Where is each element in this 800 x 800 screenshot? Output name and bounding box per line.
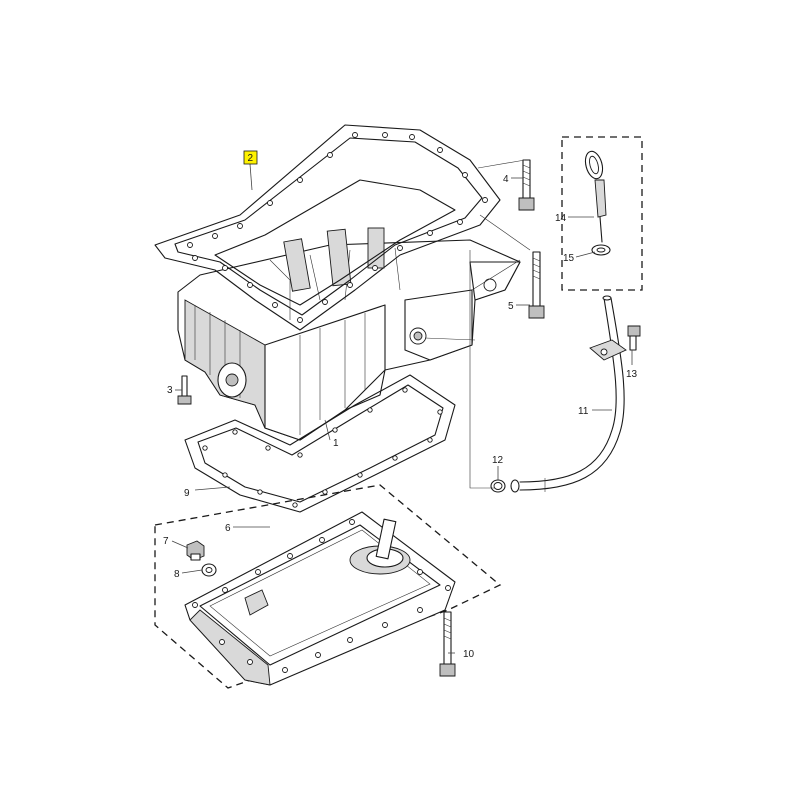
tube-o-ring[interactable] bbox=[490, 479, 506, 493]
callout-7[interactable]: 7 bbox=[163, 536, 169, 547]
drain-plug[interactable] bbox=[186, 540, 205, 561]
callout-2[interactable]: 2 bbox=[248, 153, 254, 164]
leader-lines bbox=[171, 163, 633, 654]
lower-gasket[interactable] bbox=[184, 374, 456, 513]
callout-11[interactable]: 11 bbox=[578, 406, 589, 417]
dipstick-assembly-box bbox=[561, 136, 643, 291]
dipstick-o-ring[interactable] bbox=[591, 244, 611, 256]
callout-1[interactable]: 1 bbox=[333, 438, 339, 449]
callout-4[interactable]: 4 bbox=[503, 174, 509, 185]
callout-10[interactable]: 10 bbox=[463, 649, 475, 660]
callout-9[interactable]: 9 bbox=[184, 488, 190, 499]
dipstick-tube[interactable] bbox=[510, 295, 627, 493]
bolt-13[interactable] bbox=[627, 325, 641, 351]
callout-14[interactable]: 14 bbox=[555, 213, 567, 224]
callout-8[interactable]: 8 bbox=[174, 569, 180, 580]
callout-6[interactable]: 6 bbox=[225, 523, 231, 534]
bolt-3[interactable] bbox=[177, 375, 192, 405]
lower-gasket-holes bbox=[202, 387, 443, 508]
dipstick[interactable] bbox=[583, 149, 607, 243]
callout-5[interactable]: 5 bbox=[508, 301, 514, 312]
drain-plug-washer[interactable] bbox=[201, 563, 217, 577]
callout-3[interactable]: 3 bbox=[167, 385, 173, 396]
lower-oil-pan[interactable] bbox=[184, 511, 456, 686]
highlight-box-part-2 bbox=[243, 150, 258, 165]
callout-15[interactable]: 15 bbox=[563, 253, 575, 264]
tube-alignment-line bbox=[424, 159, 531, 489]
gasket-holes bbox=[187, 132, 488, 323]
upper-gasket[interactable] bbox=[154, 124, 501, 331]
bolt-10[interactable] bbox=[439, 611, 456, 677]
callout-13[interactable]: 13 bbox=[626, 369, 638, 380]
lower-pan-bolt-holes bbox=[192, 519, 451, 673]
upper-oil-pan[interactable] bbox=[177, 227, 521, 441]
callout-12[interactable]: 12 bbox=[492, 455, 504, 466]
bolt-5[interactable] bbox=[528, 251, 545, 319]
bolt-4[interactable] bbox=[518, 159, 535, 211]
